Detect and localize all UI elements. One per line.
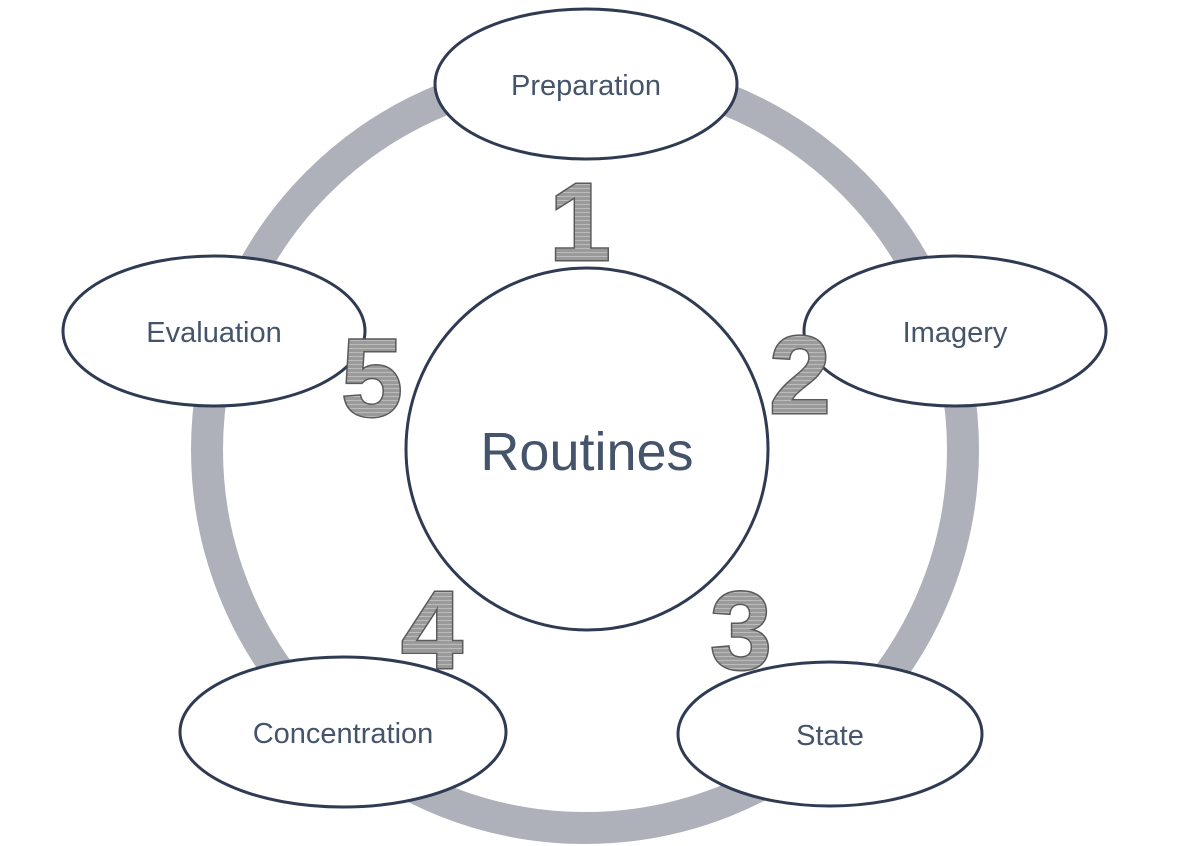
node-label: Preparation <box>511 70 661 102</box>
node-evaluation: Evaluation <box>61 254 367 408</box>
node-label: State <box>796 720 864 752</box>
node-concentration: Concentration <box>178 655 508 809</box>
node-preparation: Preparation <box>433 7 739 161</box>
node-label: Imagery <box>903 317 1008 349</box>
node-state: State <box>676 660 984 808</box>
node-ellipse <box>802 254 1108 408</box>
node-ellipse <box>61 254 367 408</box>
step-number-1: 1 <box>549 161 610 284</box>
center-circle <box>404 266 770 632</box>
step-number-4: 4 <box>401 569 462 692</box>
node-ellipse <box>178 655 508 809</box>
step-number-2: 2 <box>769 314 830 437</box>
node-imagery: Imagery <box>802 254 1108 408</box>
step-number-3: 3 <box>710 570 771 693</box>
node-label: Evaluation <box>146 317 281 349</box>
step-number-5: 5 <box>341 317 402 440</box>
node-ellipse <box>433 7 739 161</box>
center-label: Routines <box>480 422 693 482</box>
node-ellipse <box>676 660 984 808</box>
node-label: Concentration <box>253 718 434 750</box>
